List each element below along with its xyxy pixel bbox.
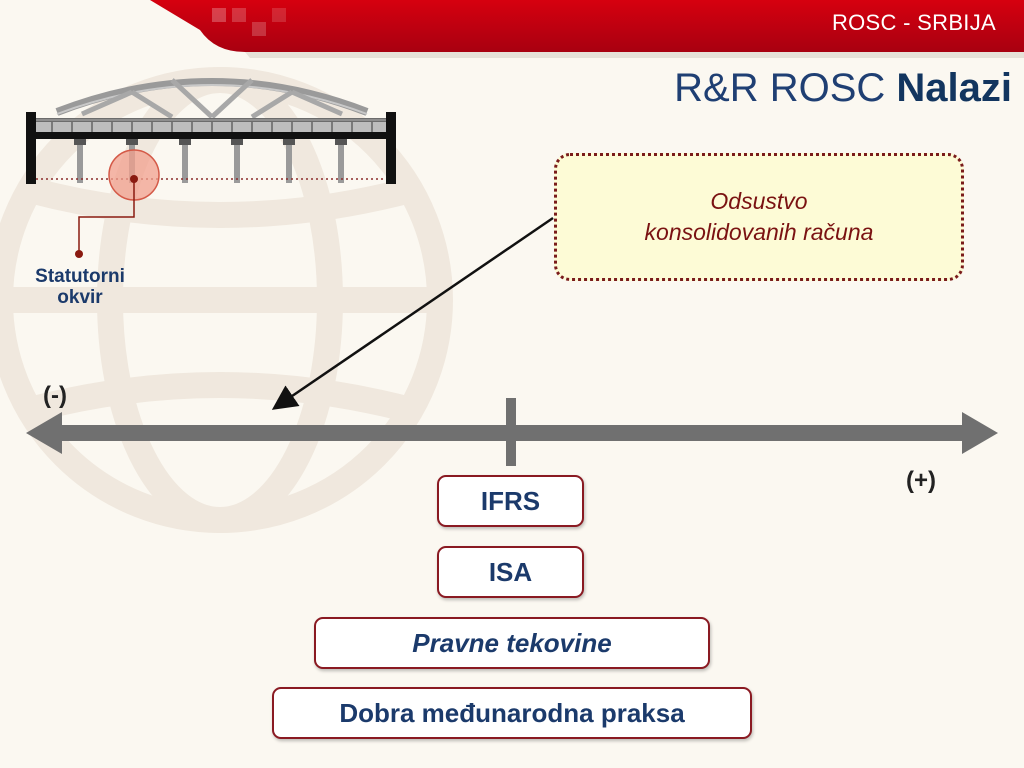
bridge-illustration bbox=[26, 78, 396, 258]
header-text: ROSC - SRBIJA bbox=[831, 10, 996, 35]
statutory-label-line1: Statutorni bbox=[35, 266, 125, 287]
statutory-label-line2: okvir bbox=[57, 287, 103, 308]
title-bold: Nalazi bbox=[896, 66, 1012, 110]
callout-line2: konsolidovanih računa bbox=[644, 219, 874, 245]
scale-axis bbox=[26, 398, 998, 466]
statutory-label: Statutorni okvir bbox=[10, 266, 150, 308]
callout-box: Odsustvo konsolidovanih računa bbox=[554, 153, 964, 281]
plus-label: (+) bbox=[906, 467, 936, 494]
isa-box: ISA bbox=[437, 546, 584, 598]
dobra-praksa-box: Dobra međunarodna praksa bbox=[272, 687, 752, 739]
slide-title: R&R ROSC Nalazi bbox=[674, 66, 1012, 111]
ifrs-box: IFRS bbox=[437, 475, 584, 527]
callout-line1: Odsustvo bbox=[710, 188, 808, 214]
header-band bbox=[150, 0, 1024, 58]
minus-label: (-) bbox=[43, 382, 67, 409]
title-regular: R&R ROSC bbox=[674, 66, 897, 110]
pravne-tekovine-box: Pravne tekovine bbox=[314, 617, 710, 669]
